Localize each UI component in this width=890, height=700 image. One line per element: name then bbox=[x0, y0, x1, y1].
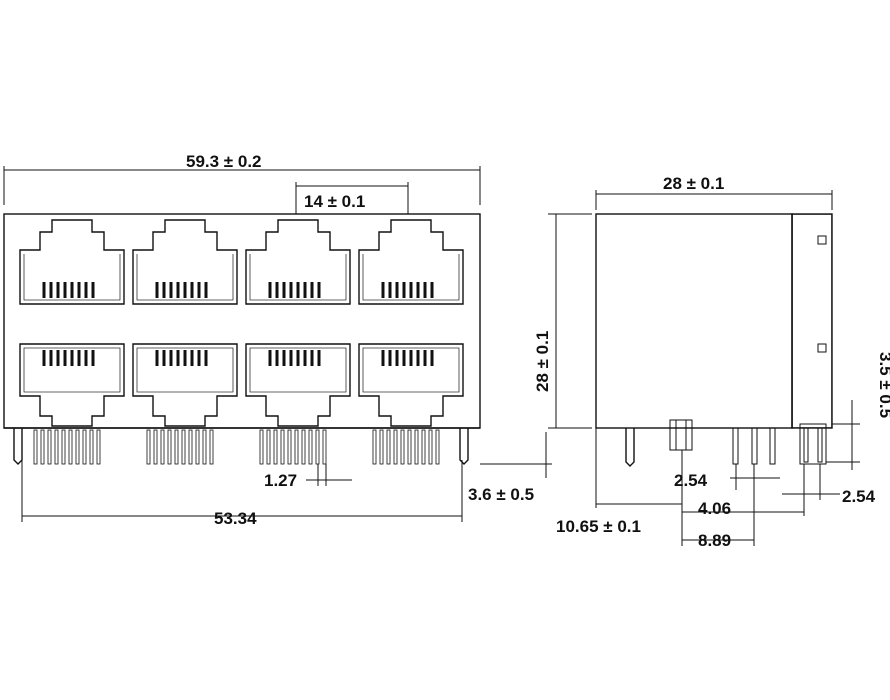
pin bbox=[153, 429, 158, 465]
pin bbox=[174, 429, 179, 465]
rj45-port bbox=[245, 343, 351, 427]
pin bbox=[280, 429, 285, 465]
pin bbox=[259, 429, 264, 465]
pin bbox=[181, 429, 186, 465]
dim-pitch-d: 2.54 bbox=[842, 487, 876, 506]
pin bbox=[40, 429, 45, 465]
pin bbox=[322, 429, 327, 465]
pin bbox=[393, 429, 398, 465]
dim-side-height: 3.5 ± 0.5 bbox=[876, 352, 890, 418]
side-body-rear bbox=[792, 214, 832, 428]
pin bbox=[428, 429, 433, 465]
pin bbox=[308, 429, 313, 465]
pin bbox=[266, 429, 271, 465]
pin bbox=[386, 429, 391, 465]
front-body bbox=[3, 213, 481, 429]
dim-pitch-b: 4.06 bbox=[698, 499, 731, 518]
pin bbox=[379, 429, 384, 465]
side-body bbox=[595, 213, 793, 429]
pin bbox=[209, 429, 214, 465]
rj45-port bbox=[358, 219, 464, 305]
pin bbox=[82, 429, 87, 465]
pin bbox=[287, 429, 292, 465]
rj45-port bbox=[132, 343, 238, 427]
dimension-labels: 59.3 ± 0.2 14 ± 0.1 28 ± 0.1 28 ± 0.1 1.… bbox=[186, 152, 890, 550]
peg bbox=[13, 428, 23, 465]
pin bbox=[188, 429, 193, 465]
front-ports bbox=[19, 219, 464, 427]
pin bbox=[68, 429, 73, 465]
dim-offset-front: 10.65 ± 0.1 bbox=[556, 517, 641, 536]
side-pins bbox=[625, 419, 827, 467]
dim-pitch-c: 8.89 bbox=[698, 531, 731, 550]
pin bbox=[160, 429, 165, 465]
pin bbox=[96, 429, 101, 465]
dim-port-pitch: 14 ± 0.1 bbox=[304, 192, 365, 211]
front-view bbox=[3, 213, 481, 465]
pin bbox=[273, 429, 278, 465]
rj45-port bbox=[132, 219, 238, 305]
pin bbox=[407, 429, 412, 465]
dim-side-width: 28 ± 0.1 bbox=[663, 174, 724, 193]
pin bbox=[315, 429, 320, 465]
pin bbox=[435, 429, 440, 465]
dim-pitch-a: 2.54 bbox=[674, 471, 708, 490]
dim-pin-length: 3.6 ± 0.5 bbox=[468, 485, 534, 504]
pin bbox=[301, 429, 306, 465]
pin bbox=[421, 429, 426, 465]
pin bbox=[414, 429, 419, 465]
pin bbox=[54, 429, 59, 465]
pin bbox=[195, 429, 200, 465]
pin bbox=[400, 429, 405, 465]
front-pins bbox=[13, 428, 469, 465]
pin bbox=[167, 429, 172, 465]
dim-height: 28 ± 0.1 bbox=[533, 331, 552, 392]
pin bbox=[146, 429, 151, 465]
pin bbox=[294, 429, 299, 465]
pin bbox=[202, 429, 207, 465]
rj45-port bbox=[245, 219, 351, 305]
pin bbox=[33, 429, 38, 465]
dim-pin-pitch: 1.27 bbox=[264, 471, 297, 490]
pin bbox=[372, 429, 377, 465]
dimension-lines bbox=[3, 166, 860, 546]
rj45-port bbox=[358, 343, 464, 427]
pin bbox=[47, 429, 52, 465]
pin bbox=[89, 429, 94, 465]
rj45-port bbox=[19, 343, 125, 427]
dim-overall-width: 59.3 ± 0.2 bbox=[186, 152, 262, 171]
pin bbox=[61, 429, 66, 465]
dim-peg-span: 53.34 bbox=[214, 509, 257, 528]
side-view bbox=[595, 213, 833, 467]
rj45-port bbox=[19, 219, 125, 305]
peg bbox=[459, 428, 469, 465]
pin bbox=[75, 429, 80, 465]
